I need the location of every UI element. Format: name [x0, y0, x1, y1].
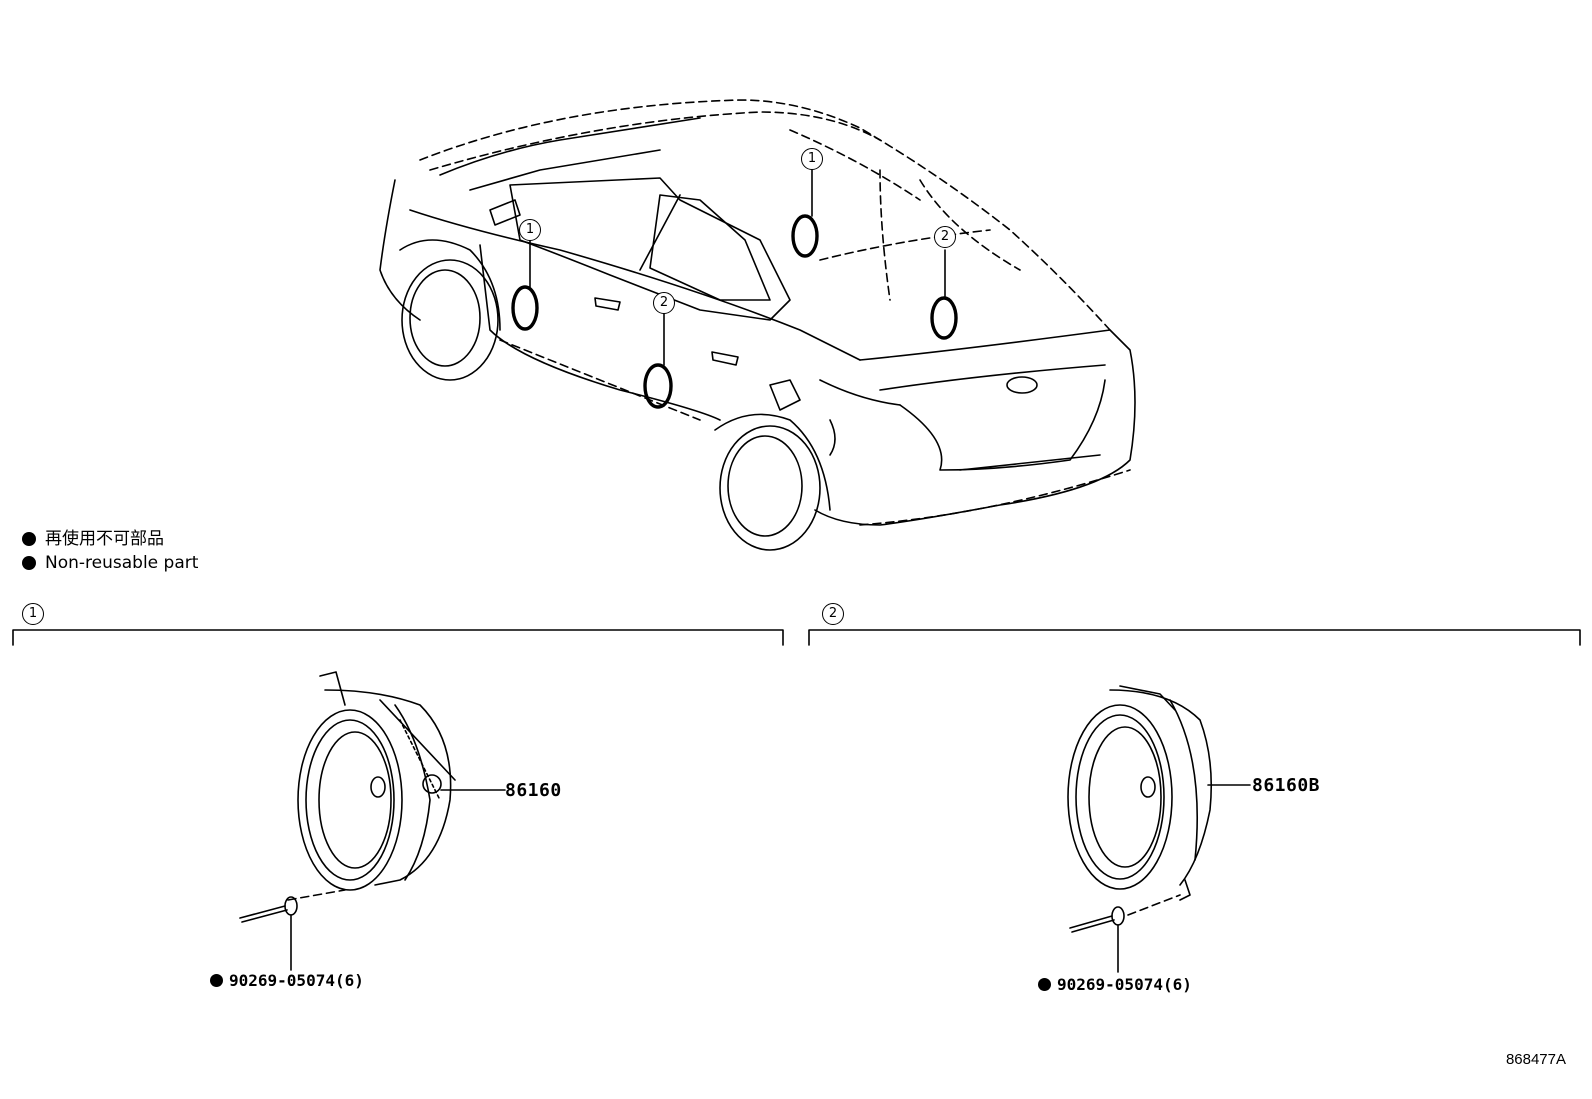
callout-marker-2-right: 2 — [934, 226, 956, 248]
callout-marker-1-right: 1 — [801, 148, 823, 170]
section-marker-2: 2 — [822, 603, 844, 625]
part-number-86160B[interactable]: 86160B — [1252, 775, 1321, 796]
callout-marker-2-rear: 2 — [653, 292, 675, 314]
part-number-86160[interactable]: 86160 — [505, 780, 562, 801]
filled-circle-icon — [1038, 978, 1051, 991]
section-bracket-1 — [12, 629, 784, 646]
legend-text-english: Non-reusable part — [45, 553, 199, 573]
filled-circle-icon — [22, 532, 36, 546]
legend: 再使用不可部品 Non-reusable part — [22, 527, 198, 575]
fastener-number: 90269-05074(6) — [229, 971, 364, 990]
illustration-id: 868477A — [1505, 1051, 1566, 1068]
car-illustration — [379, 99, 1136, 551]
legend-text-japanese: 再使用不可部品 — [45, 529, 164, 549]
speaker-location-front-left — [511, 285, 539, 331]
fastener-number: 90269-05074(6) — [1057, 975, 1192, 994]
fastener-part-section-1[interactable]: 90269-05074(6) — [210, 971, 364, 990]
callout-marker-1-front: 1 — [519, 219, 541, 241]
speaker-86160-drawing — [239, 671, 506, 971]
section-bracket-2 — [808, 629, 1581, 646]
speaker-location-rear-left — [643, 363, 673, 409]
section-marker-1: 1 — [22, 603, 44, 625]
speaker-86160B-drawing — [1067, 685, 1251, 973]
legend-row-japanese: 再使用不可部品 — [22, 527, 198, 551]
filled-circle-icon — [210, 974, 223, 987]
filled-circle-icon — [22, 556, 36, 570]
legend-row-english: Non-reusable part — [22, 551, 198, 575]
speaker-location-rear-right — [930, 296, 958, 340]
fastener-part-section-2[interactable]: 90269-05074(6) — [1038, 975, 1192, 994]
speaker-location-front-right — [791, 214, 819, 258]
